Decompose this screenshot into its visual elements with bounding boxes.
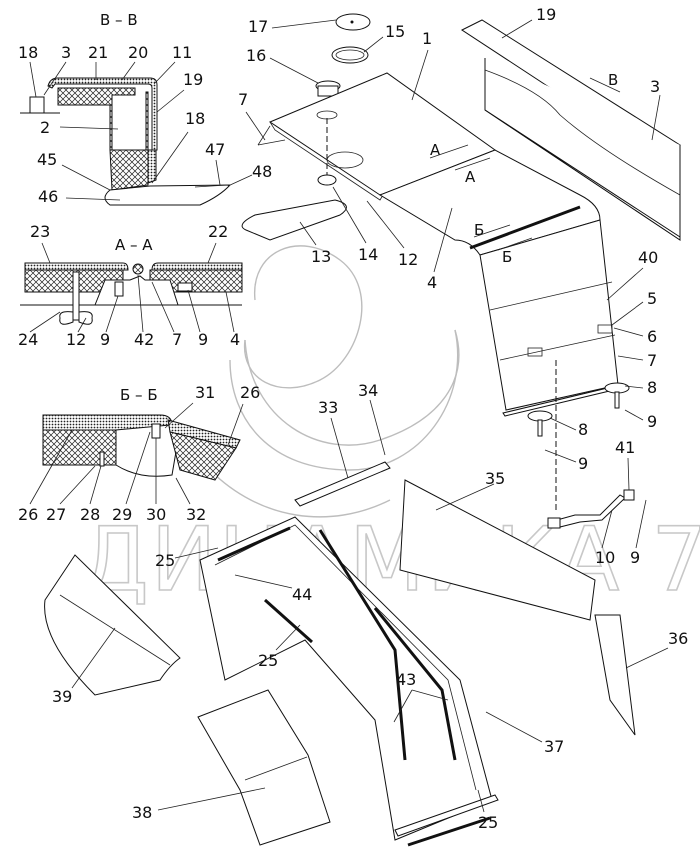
callout-label: 24 [18, 330, 38, 349]
callout-label: 36 [668, 629, 688, 648]
callout-label: 15 [385, 22, 405, 41]
callout-label: 7 [238, 90, 248, 109]
callout-label: 41 [615, 438, 635, 457]
rear-wall-panel [460, 19, 681, 241]
callout-label: 18 [18, 43, 38, 62]
callout-label: 12 [66, 330, 86, 349]
callout-label: 25 [155, 551, 175, 570]
section-vv: В – В [20, 11, 232, 206]
callouts-main: 17 15 16 1 7 13 14 12 4 19 3 40 5 6 7 8 … [52, 5, 688, 832]
callout-label: 20 [128, 43, 148, 62]
callout-label: 13 [311, 247, 331, 266]
callout-label: 19 [536, 5, 556, 24]
callouts-bb: 31 26 26 27 28 29 30 32 [18, 383, 260, 524]
callout-label: 16 [246, 46, 266, 65]
strip-33 [294, 461, 391, 507]
callout-label: 26 [240, 383, 260, 402]
callout-label: 43 [396, 670, 416, 689]
callout-label: 8 [647, 378, 657, 397]
callout-label: 3 [61, 43, 71, 62]
callout-label: 11 [172, 43, 192, 62]
callout-label: 9 [578, 454, 588, 473]
callout-label: 44 [292, 585, 312, 604]
callout-label: 40 [638, 248, 658, 267]
callout-label: 47 [205, 140, 225, 159]
watermark-text: ДИНАМИКА 76 [80, 508, 700, 611]
callout-label: 4 [230, 330, 240, 349]
callout-label: 21 [88, 43, 108, 62]
callout-label: 26 [18, 505, 38, 524]
callout-label: 48 [252, 162, 272, 181]
callout-label: 3 [650, 77, 660, 96]
callout-label: 32 [186, 505, 206, 524]
callout-label: 9 [647, 412, 657, 431]
section-mark-a: А [430, 141, 441, 159]
callout-label: 17 [248, 17, 268, 36]
callout-label: 45 [37, 150, 57, 169]
callout-label: 14 [358, 245, 378, 264]
callout-label: 34 [358, 381, 378, 400]
callout-label: 7 [172, 330, 182, 349]
callouts-vv: 18 3 21 20 11 19 2 18 45 46 47 48 [18, 43, 272, 206]
section-aa: А – А [20, 236, 243, 325]
callout-label: 8 [578, 420, 588, 439]
section-title-aa: А – А [115, 236, 153, 254]
section-mark-v: В [608, 71, 618, 89]
callouts-aa: 23 22 24 12 9 42 7 9 4 [18, 222, 240, 349]
callout-label: 42 [134, 330, 154, 349]
logo-watermark [209, 245, 460, 518]
callout-label: 6 [647, 327, 657, 346]
callout-label: 18 [185, 109, 205, 128]
callout-label: 10 [595, 548, 615, 567]
section-title-vv: В – В [100, 11, 138, 29]
callout-label: 35 [485, 469, 505, 488]
callout-label: 9 [630, 548, 640, 567]
callout-label: 38 [132, 803, 152, 822]
section-title-bb: Б – Б [120, 386, 158, 404]
callout-label: 25 [478, 813, 498, 832]
hardware [399, 360, 636, 736]
callout-label: 12 [398, 250, 418, 269]
callout-label: 31 [195, 383, 215, 402]
callout-label: 1 [422, 29, 432, 48]
frame-37 [199, 516, 499, 847]
callout-label: 37 [544, 737, 564, 756]
callout-label: 23 [30, 222, 50, 241]
panel-39 [44, 554, 181, 696]
callout-label: 9 [198, 330, 208, 349]
callout-label: 7 [647, 351, 657, 370]
callout-label: 25 [258, 651, 278, 670]
callout-label: 33 [318, 398, 338, 417]
roof-assembly [241, 13, 623, 417]
callout-label: 28 [80, 505, 100, 524]
panel-38 [197, 689, 331, 846]
callout-label: 30 [146, 505, 166, 524]
callout-label: 9 [100, 330, 110, 349]
callout-label: 22 [208, 222, 228, 241]
callout-label: 27 [46, 505, 66, 524]
callout-label: 39 [52, 687, 72, 706]
section-mark-b: Б [502, 248, 512, 266]
callout-label: 4 [427, 273, 437, 292]
callout-label: 19 [183, 70, 203, 89]
callout-label: 5 [647, 289, 657, 308]
callout-label: 46 [38, 187, 58, 206]
callout-label: 2 [40, 118, 50, 137]
section-mark-a: А [465, 168, 476, 186]
section-mark-b: Б [474, 221, 484, 239]
callout-label: 29 [112, 505, 132, 524]
